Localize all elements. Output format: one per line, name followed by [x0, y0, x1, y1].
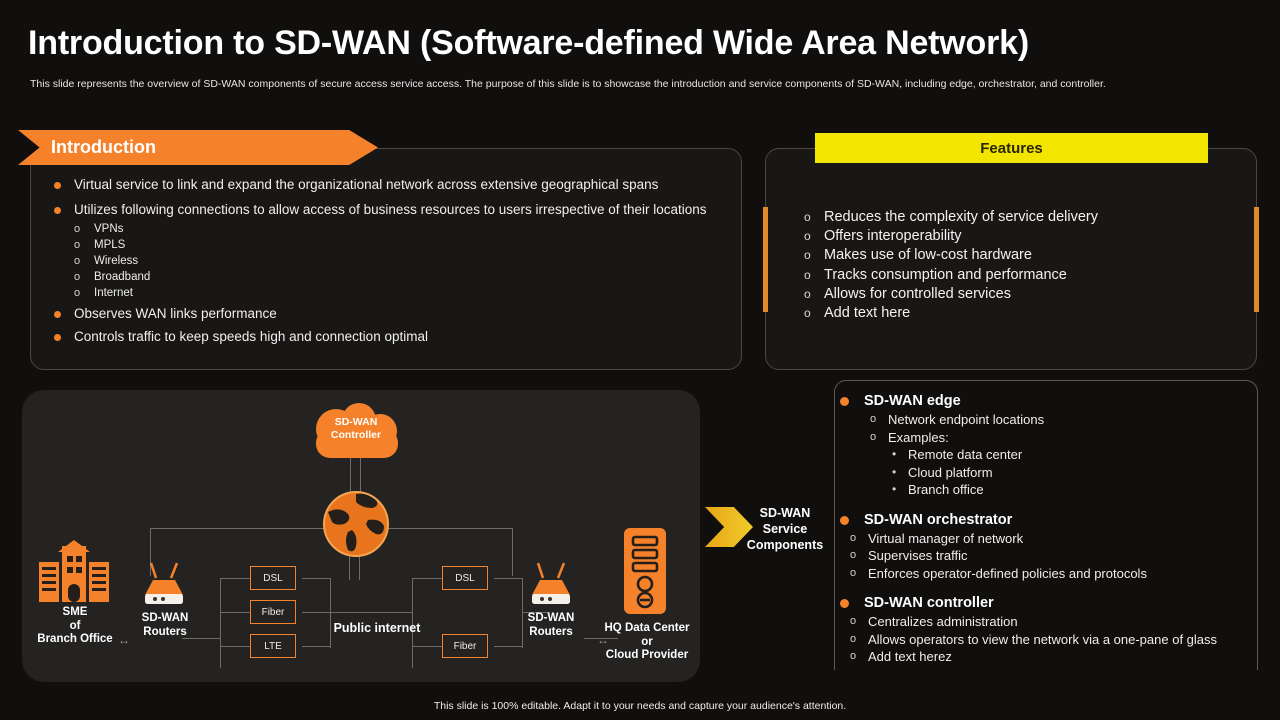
- list-item: VPNs: [52, 221, 712, 237]
- list-item: Supervises traffic: [846, 547, 1266, 565]
- wire: [494, 578, 522, 579]
- features-accent-bar-right: [1254, 207, 1259, 312]
- cloud-label: SD-WAN Controller: [330, 416, 382, 441]
- list-item: Offers interoperability: [800, 227, 1240, 246]
- wire: [360, 452, 361, 494]
- link-box-dsl-left: DSL: [250, 566, 296, 590]
- list-item: Makes use of low-cost hardware: [800, 246, 1240, 265]
- wire: [412, 646, 442, 647]
- right-routers-label: SD-WAN Routers: [527, 612, 575, 638]
- link-box-lte-left: LTE: [250, 634, 296, 658]
- features-accent-bar-left: [763, 207, 768, 312]
- list-item: Cloud platform: [846, 464, 1266, 482]
- sd-wan-controller-cloud-icon: [316, 403, 398, 458]
- wire: [220, 578, 250, 579]
- hq-datacenter-label: HQ Data Center or Cloud Provider: [604, 622, 690, 661]
- wire: [150, 528, 330, 529]
- component-heading: SD-WAN controller: [840, 594, 1266, 613]
- wire: [349, 550, 350, 580]
- wire: [302, 578, 330, 579]
- list-item: Broadband: [52, 269, 712, 285]
- list-item: Centralizes administration: [846, 613, 1266, 631]
- wire: [512, 528, 513, 576]
- footer-note: This slide is 100% editable. Adapt it to…: [433, 700, 847, 712]
- service-components-title: SD-WAN Service Components: [746, 506, 824, 552]
- wire: [362, 528, 512, 529]
- list-item: Add text here: [800, 304, 1240, 323]
- list-item: Add text herez: [846, 648, 1266, 666]
- list-item: Enforces operator-defined policies and p…: [846, 565, 1266, 583]
- wire: [350, 452, 351, 494]
- list-item: Network endpoint locations: [846, 411, 1266, 429]
- link-box-fiber-right: Fiber: [442, 634, 488, 658]
- wire: [182, 638, 220, 639]
- list-item: Reduces the complexity of service delive…: [800, 208, 1240, 227]
- list-item: Internet: [52, 285, 712, 301]
- wire: [412, 578, 413, 668]
- list-item: Remote data center: [846, 446, 1266, 464]
- list-item: MPLS: [52, 237, 712, 253]
- wire: [220, 612, 250, 613]
- wire: [220, 646, 250, 647]
- introduction-banner-label: Introduction: [51, 137, 156, 157]
- left-routers-label: SD-WAN Routers: [141, 612, 189, 638]
- wire: [220, 578, 221, 668]
- list-item: Observes WAN links performance: [52, 305, 712, 323]
- features-list: Reduces the complexity of service delive…: [800, 208, 1240, 323]
- router-icon: [532, 562, 570, 604]
- globe-icon: [323, 491, 389, 557]
- list-item: Branch office: [846, 481, 1266, 499]
- component-heading: SD-WAN edge: [840, 392, 1266, 411]
- bidirectional-arrow-icon: ↔: [597, 633, 609, 647]
- server-tower-icon: [624, 528, 666, 614]
- list-item: Virtual manager of network: [846, 530, 1266, 548]
- introduction-banner: Introduction: [18, 130, 378, 165]
- features-banner-label: Features: [980, 139, 1043, 157]
- wire: [302, 612, 412, 613]
- list-item: Utilizes following connections to allow …: [52, 201, 712, 219]
- wire: [584, 638, 618, 639]
- introduction-sub-list: VPNs MPLS Wireless Broadband Internet: [52, 221, 712, 301]
- list-item: Allows for controlled services: [800, 285, 1240, 304]
- page-subtitle: This slide represents the overview of SD…: [30, 78, 1106, 90]
- list-item: Tracks consumption and performance: [800, 266, 1240, 285]
- list-item: Wireless: [52, 253, 712, 269]
- list-item: Examples:: [846, 429, 1266, 447]
- list-item: Allows operators to view the network via…: [846, 631, 1266, 649]
- wire: [150, 528, 151, 576]
- wire: [522, 578, 523, 648]
- list-item: Virtual service to link and expand the o…: [52, 176, 712, 194]
- office-building-icon: [39, 540, 109, 602]
- wire: [494, 646, 522, 647]
- public-internet-label: Public internet: [333, 621, 421, 635]
- link-box-dsl-right: DSL: [442, 566, 488, 590]
- wire: [330, 578, 331, 648]
- component-heading: SD-WAN orchestrator: [840, 511, 1266, 530]
- wire: [302, 646, 330, 647]
- bidirectional-arrow-icon: ↔: [118, 633, 130, 647]
- network-diagram: SD-WAN Controller: [22, 390, 700, 682]
- page-title: Introduction to SD-WAN (Software-defined…: [28, 24, 1029, 62]
- link-box-fiber-left: Fiber: [250, 600, 296, 624]
- introduction-list: Virtual service to link and expand the o…: [52, 176, 712, 353]
- wire: [359, 550, 360, 580]
- service-components-bracket: [834, 380, 1258, 670]
- features-banner: Features: [815, 133, 1208, 163]
- router-icon: [145, 562, 183, 604]
- service-components-list: SD-WAN edge Network endpoint locations E…: [840, 392, 1266, 666]
- wire: [522, 612, 550, 613]
- sme-label: SME of Branch Office: [37, 606, 113, 645]
- list-item: Controls traffic to keep speeds high and…: [52, 328, 712, 346]
- wire: [412, 578, 442, 579]
